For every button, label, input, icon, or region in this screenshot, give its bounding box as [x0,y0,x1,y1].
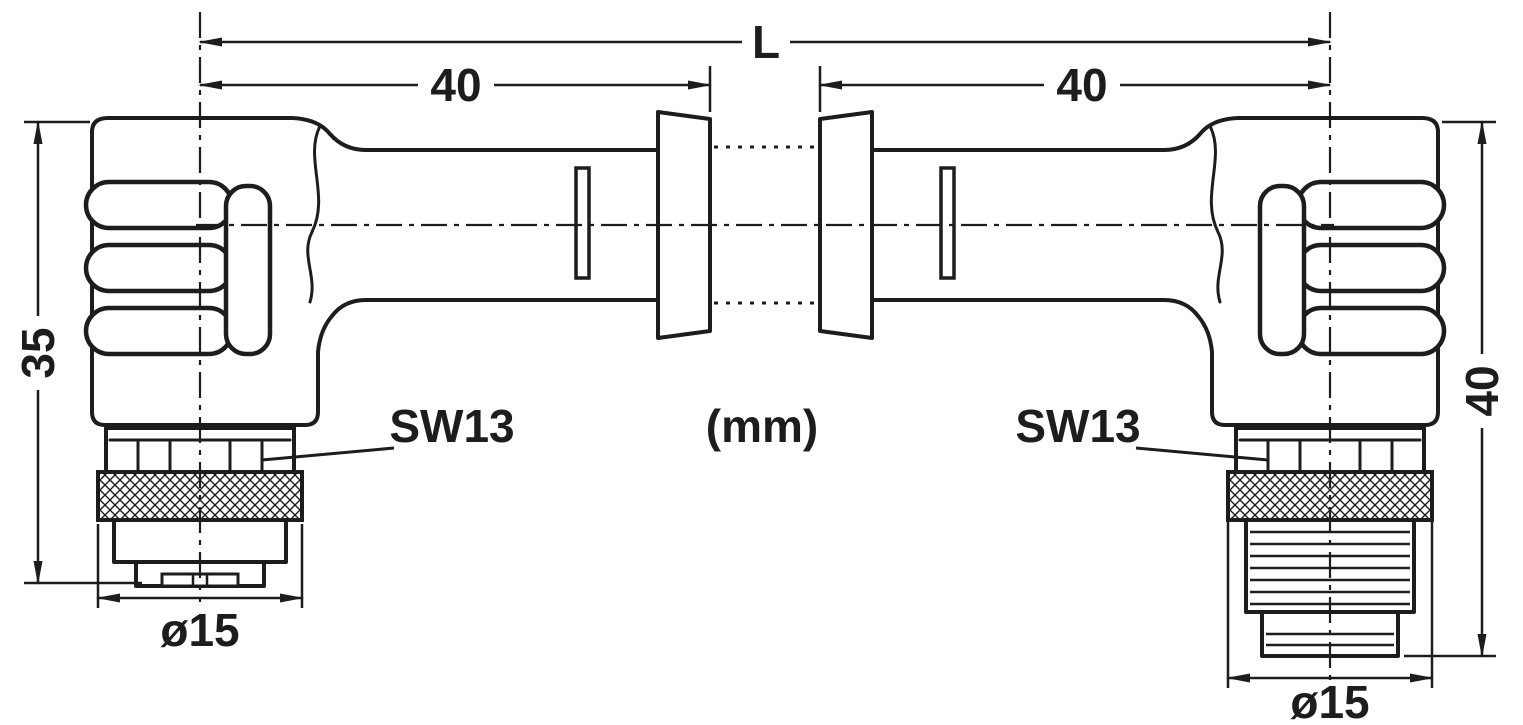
units-label: (mm) [706,400,818,452]
dim-label-left-length: 40 [430,59,481,111]
dim-label-left-height: 35 [12,327,64,378]
dim-label-bg [1044,60,1120,110]
dim-label-bg [418,60,494,110]
dim-label-bg [1458,354,1506,428]
right-connector-top [820,112,1444,425]
dim-label-right-height: 40 [1456,365,1508,416]
left-connector-top [86,112,710,425]
dim-label-bg [742,16,790,68]
leader-line-left-sw [261,446,395,462]
dim-label-bg [14,316,62,390]
leader-line-right-sw [1135,446,1269,462]
label-left-wrench-size: SW13 [389,400,514,452]
dim-label-right-diameter: ø15 [1290,676,1369,725]
dim-label-overall-length: L [752,16,780,68]
dim-label-right-length: 40 [1056,59,1107,111]
dim-label-left-diameter: ø15 [160,604,239,656]
label-right-wrench-size: SW13 [1015,400,1140,452]
